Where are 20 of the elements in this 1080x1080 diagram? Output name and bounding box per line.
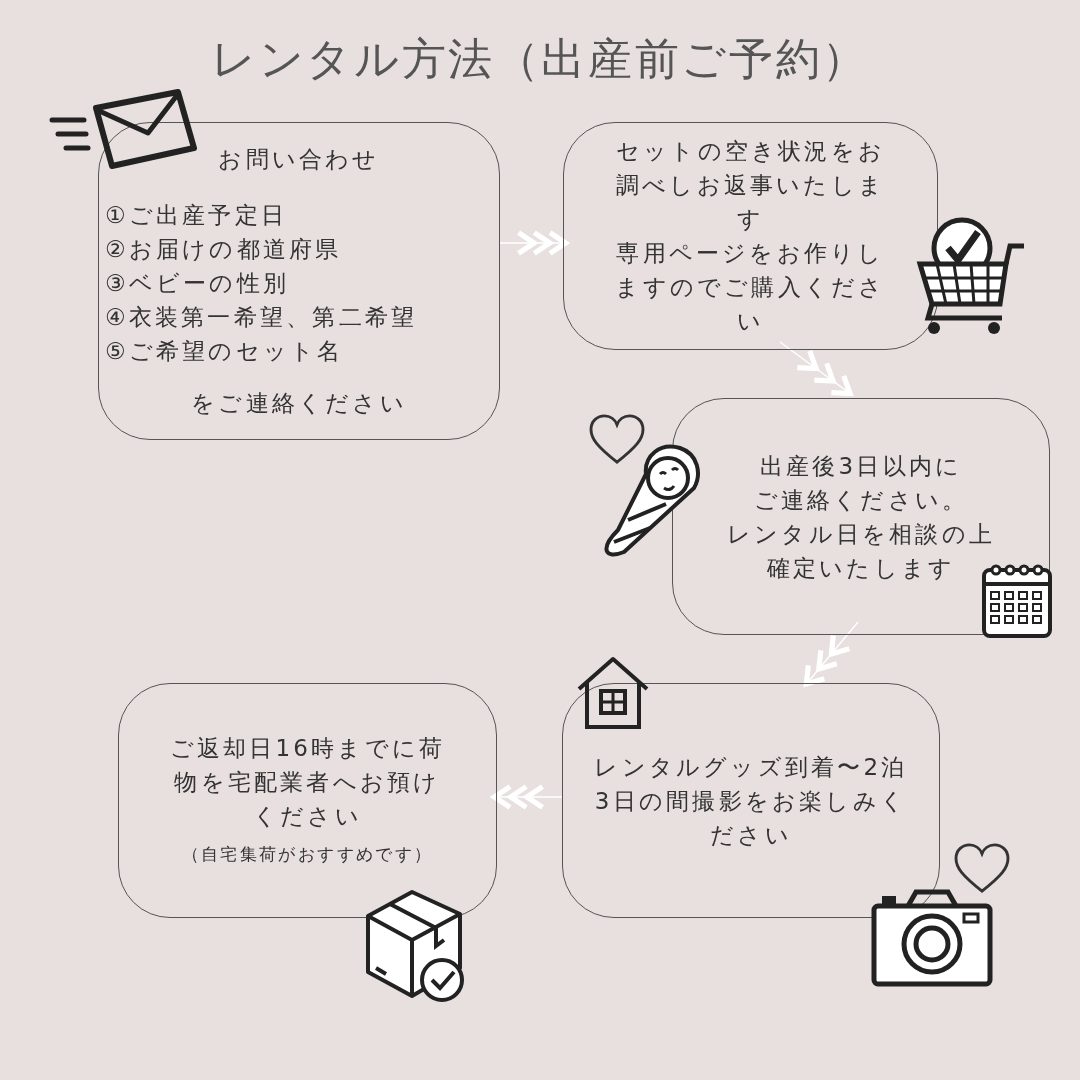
chevron-arrow	[779, 341, 854, 397]
box-text: ②お届けの都道府県	[105, 235, 342, 264]
box-text: 専用ページをお作りしますのでご購入ください	[614, 239, 887, 336]
box-text: レンタルグッズ到着〜2泊3日の間撮影をお楽しみください	[593, 752, 909, 850]
chevron-arrow	[803, 621, 859, 688]
box-text: ご返却日16時までに荷物を宅配業者へお預けください	[168, 733, 447, 831]
title: レンタル方法（出産前ご予約）	[210, 32, 870, 86]
box-text: ③ベビーの性別	[105, 269, 290, 298]
box-text: セットの空き状況をお調べしお返事いたします	[614, 137, 887, 234]
box-text: お問い合わせ	[218, 145, 380, 174]
rounded-box	[98, 122, 500, 440]
chevron-arrow	[490, 784, 563, 810]
chevron-arrow	[499, 230, 570, 256]
box-text: ①ご出産予定日	[105, 201, 288, 230]
box-text: レンタル日を相談の上確定いたします	[725, 519, 997, 583]
box-text: ⑤ご希望のセット名	[105, 337, 344, 366]
box-text: ④衣装第一希望、第二希望	[105, 303, 418, 332]
box-text: をご連絡ください	[191, 389, 407, 418]
box-text: （自宅集荷がおすすめです）	[180, 842, 435, 866]
box-text: 出産後3日以内にご連絡ください。	[752, 451, 970, 515]
